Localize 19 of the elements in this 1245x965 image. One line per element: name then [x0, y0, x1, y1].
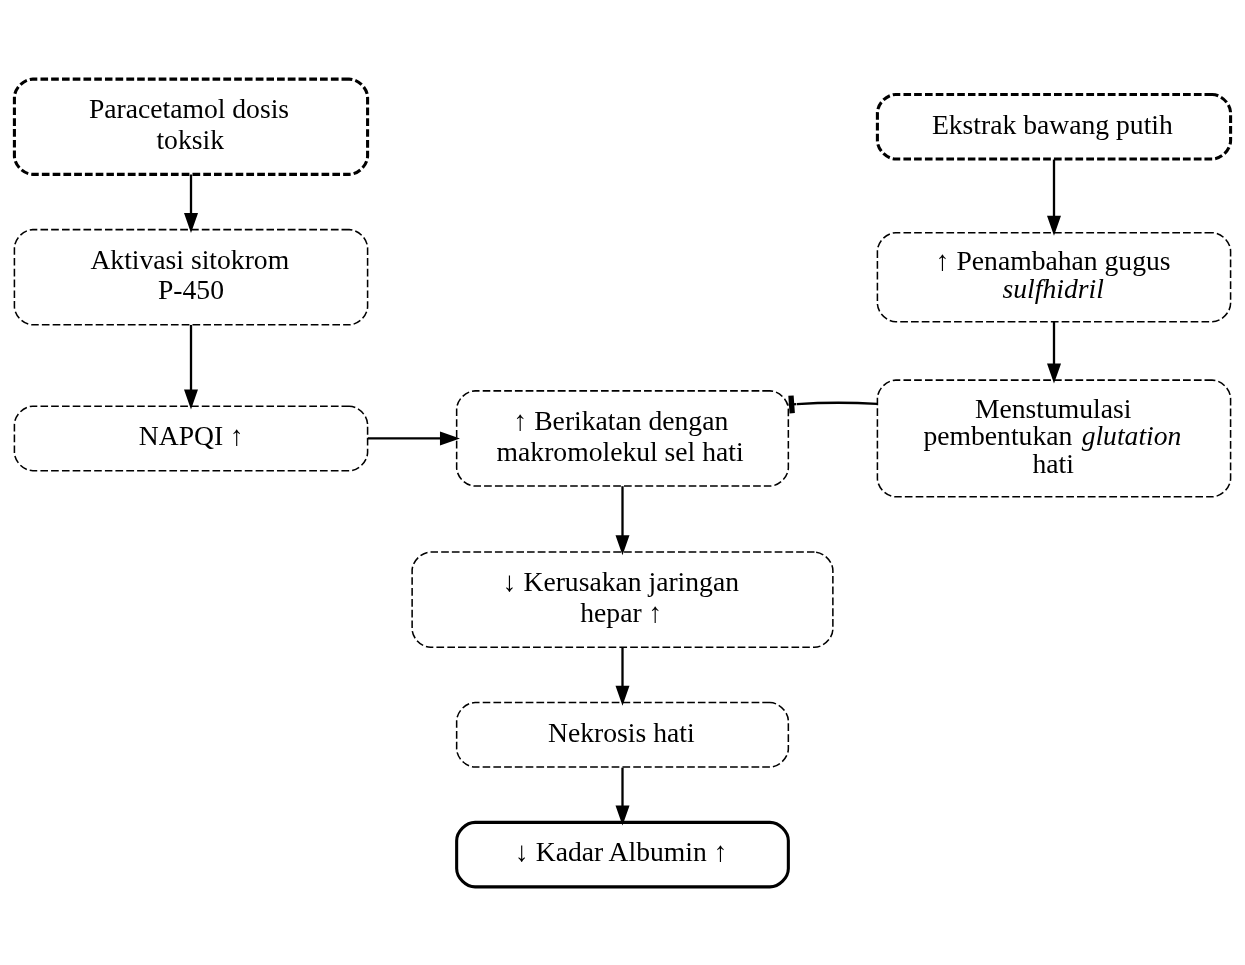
- arrow: [184, 174, 198, 233]
- node-box: NAPQI ↑: [13, 404, 369, 471]
- arrow: [368, 430, 460, 445]
- node-box: Ekstrak bawang putih: [875, 92, 1233, 161]
- node-box: Menstumulasi pembentukan glutation hati: [876, 378, 1232, 498]
- node-box: ↓ Kadar Albumin ↑: [455, 820, 790, 888]
- node-box: ↑ Berikatan dengan makromolekul sel hati: [455, 389, 790, 487]
- node-box: Aktivasi sitokrom P-450: [13, 228, 369, 326]
- node-box: Paracetamol dosis toksik: [12, 77, 370, 176]
- node-box: ↓ Kerusakan jaringan hepar ↑: [411, 550, 834, 648]
- connector: [788, 394, 878, 413]
- arrow: [184, 324, 198, 409]
- arrow: [1047, 321, 1061, 384]
- arrow: [615, 485, 630, 555]
- node-box: Nekrosis hati: [455, 701, 790, 768]
- arrow: [615, 646, 630, 706]
- node-box: ↑ Penambahan gugus sulfhidril: [876, 231, 1232, 323]
- arrow: [1047, 159, 1061, 236]
- arrow: [615, 767, 630, 826]
